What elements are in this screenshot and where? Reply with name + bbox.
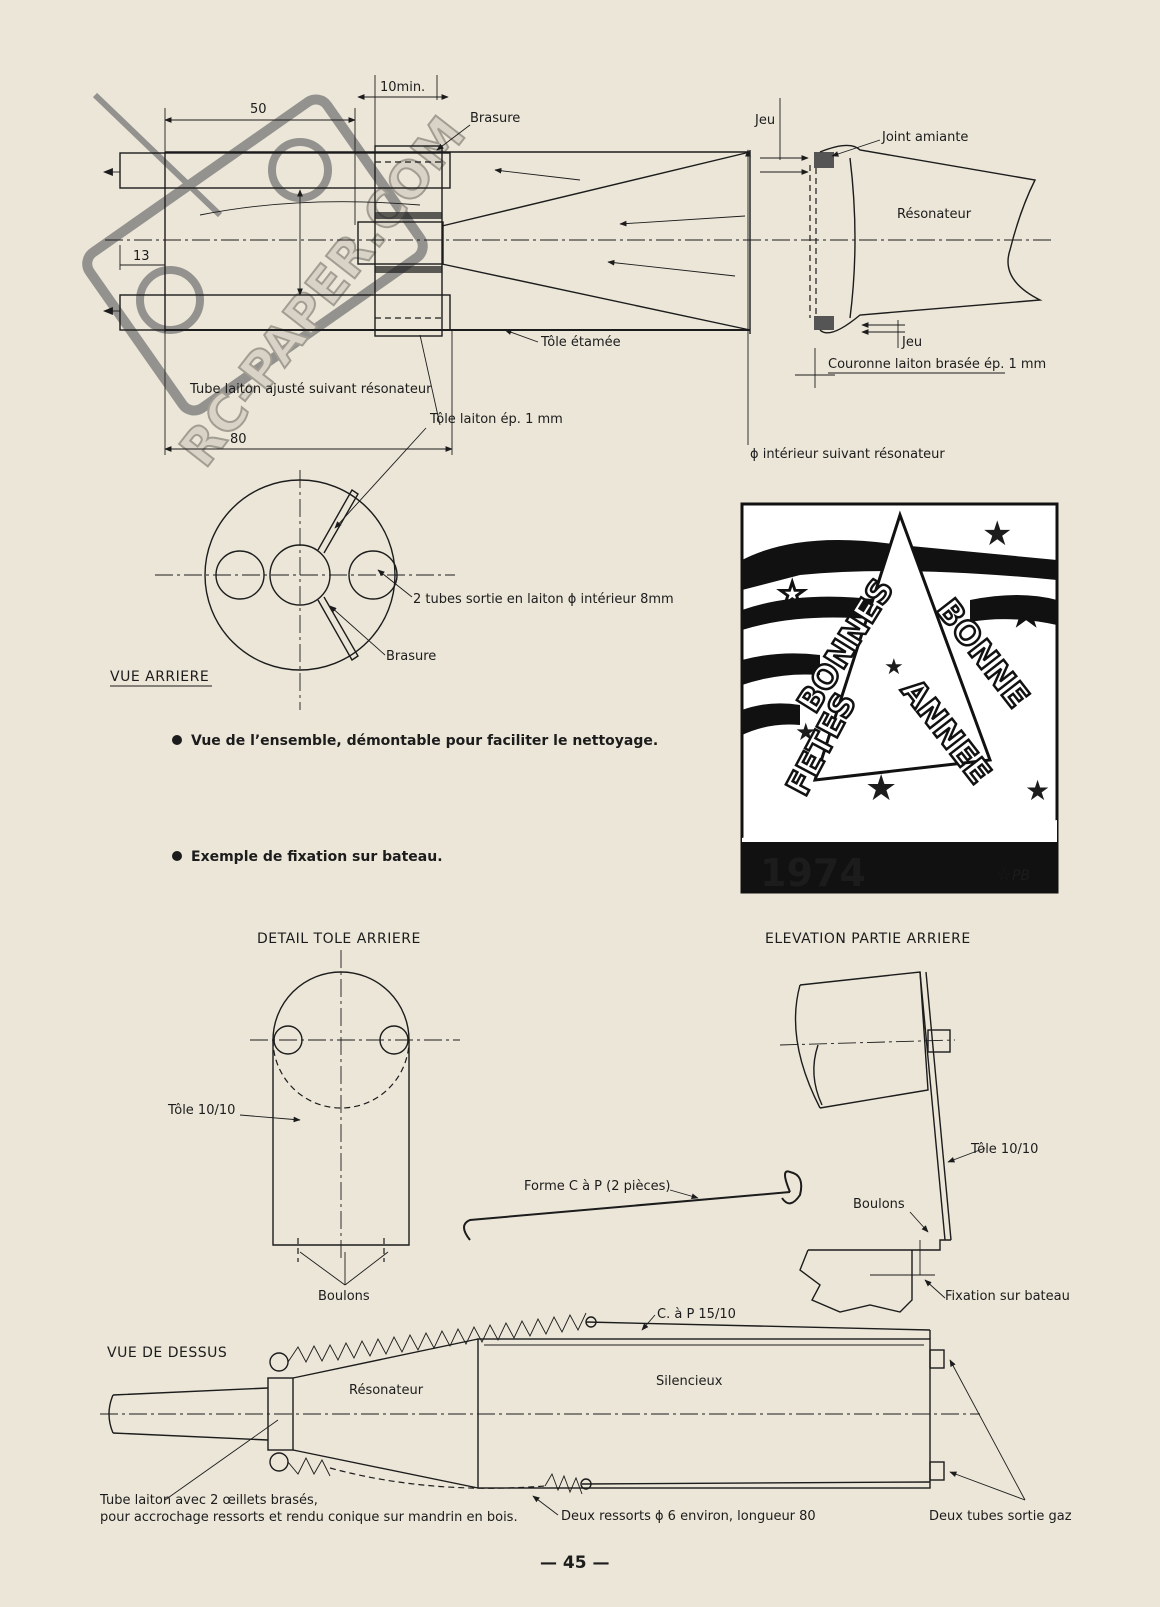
resonator-end	[799, 971, 929, 1109]
inner-tube	[357, 221, 444, 265]
cap-label: C. à P 15/10	[657, 1307, 736, 1322]
bullet-icon	[172, 851, 182, 861]
spring-top-icon	[287, 1312, 587, 1363]
brasure-label: Brasure	[470, 111, 520, 126]
star-icon: ★	[1025, 774, 1050, 807]
greeting-card: ☆ ★ ☆ ★ ★ ★ ★ BONNES FETES BONNE ANNEE 1…	[740, 502, 1059, 895]
brass-sleeve	[374, 145, 443, 337]
rear-bracket	[919, 971, 946, 1241]
top-view-assembly: VUE DE DESSUS C. à P 15/10 Résonateur	[99, 1307, 1072, 1525]
resonator-outline	[819, 144, 1043, 334]
hook-rod-bottom	[581, 1481, 931, 1485]
elevation-fixation-label: Fixation sur bateau	[945, 1289, 1070, 1304]
inlet-pipe	[112, 1387, 269, 1441]
hook-rod-top	[585, 1321, 931, 1339]
rear-sheet-outline	[272, 971, 410, 1246]
joint-amiante-label: Joint amiante	[881, 130, 968, 145]
jeu-top-label: Jeu	[754, 113, 775, 128]
watermark-antenna-icon	[92, 92, 223, 218]
elevation-tole-label: Tôle 10/10	[970, 1142, 1038, 1157]
star-icon: ★	[884, 655, 904, 680]
signature-star-icon: ☆	[997, 865, 1011, 884]
resonator-cone-top	[292, 1338, 479, 1379]
boat-hull-section	[799, 1249, 913, 1313]
bullet-icon	[172, 735, 182, 745]
watermark-knob-icon	[136, 266, 204, 334]
rear-view: Brasure 2 tubes sortie en laiton ϕ intér…	[110, 470, 674, 710]
eyelet-bottom	[269, 1452, 289, 1472]
dim-50-label: 50	[250, 102, 267, 117]
asbestos-joint	[814, 152, 834, 168]
star-icon: ★	[795, 718, 817, 746]
detail-boulons-label: Boulons	[318, 1289, 370, 1304]
tole-etamee-label: Tôle étamée	[540, 335, 621, 350]
detail-tole-label: Tôle 10/10	[167, 1103, 235, 1118]
eyelet-top	[269, 1352, 289, 1372]
forme-label: Forme C à P (2 pièces)	[524, 1179, 671, 1194]
christmas-tree-icon	[812, 510, 993, 782]
card-year: 1974	[760, 851, 866, 895]
top-resonateur-label: Résonateur	[349, 1383, 424, 1398]
cone-upper	[441, 151, 751, 227]
rear-view-title: VUE ARRIERE	[110, 669, 209, 685]
captions: Vue de l’ensemble, démontable pour facil…	[172, 733, 658, 865]
spring-hook-part: Forme C à P (2 pièces)	[463, 1170, 803, 1241]
spring-bottom-icon	[287, 1456, 331, 1477]
tube-laiton-label: Tube laiton ajusté suivant résonateur	[189, 382, 432, 397]
detail-rear-sheet: DETAIL TOLE ARRIERE Tôle 10/10 Boulons	[167, 931, 460, 1304]
detail-title: DETAIL TOLE ARRIERE	[257, 931, 421, 947]
star-icon: ★	[982, 514, 1012, 554]
star-icon: ★	[865, 768, 897, 809]
bracket-strip-lower	[317, 596, 359, 661]
phi-interieur-label: ϕ intérieur suivant résonateur	[750, 447, 945, 462]
caption-fixation: Exemple de fixation sur bateau.	[191, 849, 443, 865]
silencer-body	[477, 1338, 931, 1489]
tube-note-line1: Tube laiton avec 2 œillets brasés,	[99, 1493, 318, 1508]
hook-loop-icon	[781, 1170, 803, 1205]
rear-brasure-label: Brasure	[386, 649, 436, 664]
dim-10min-label: 10min.	[380, 80, 425, 95]
dim-80-label: 80	[230, 432, 247, 447]
star-icon: ☆	[1010, 593, 1042, 634]
page-number: — 45 —	[540, 1553, 610, 1573]
couronne-label: Couronne laiton brasée ép. 1 mm	[828, 357, 1046, 372]
watermark-knob-icon	[268, 138, 332, 202]
elevation-boulons-label: Boulons	[853, 1197, 905, 1212]
rear-elevation: ELEVATION PARTIE ARRIERE Tôle 10/10 Boul…	[765, 931, 1070, 1313]
caption-ensemble: Vue de l’ensemble, démontable pour facil…	[191, 733, 658, 749]
tubes-gaz-label: Deux tubes sortie gaz	[929, 1509, 1072, 1524]
resonator-cone-bottom	[292, 1449, 479, 1489]
bracket-strip-upper	[317, 489, 359, 554]
elevation-title: ELEVATION PARTIE ARRIERE	[765, 931, 971, 947]
star-icon: ☆	[777, 574, 807, 614]
upper-exhaust-tube	[119, 152, 451, 189]
gas-outlet-top	[929, 1349, 945, 1369]
rear-tubes-label: 2 tubes sortie en laiton ϕ intérieur 8mm	[413, 592, 674, 607]
jeu-bottom-label: Jeu	[901, 335, 922, 350]
resonateur-label: Résonateur	[897, 207, 972, 222]
assembly-side-view: 50 10min. 13 80 Brasure Jeu Joint amiant…	[103, 75, 1055, 529]
tole-laiton-label: Tôle laiton ép. 1 mm	[429, 412, 563, 427]
card-signature: PB	[1012, 868, 1030, 884]
dim-13-label: 13	[133, 249, 150, 264]
cone-lower	[441, 263, 751, 331]
tube-note-line2: pour accrochage ressorts et rendu coniqu…	[100, 1510, 518, 1525]
hook-rod	[463, 1191, 791, 1241]
watermark-frame	[82, 94, 428, 416]
ressorts-label: Deux ressorts ϕ 6 environ, longueur 80	[561, 1509, 816, 1524]
top-view-title: VUE DE DESSUS	[107, 1345, 227, 1361]
gas-outlet-bottom	[929, 1461, 945, 1481]
silencieux-label: Silencieux	[656, 1374, 723, 1389]
